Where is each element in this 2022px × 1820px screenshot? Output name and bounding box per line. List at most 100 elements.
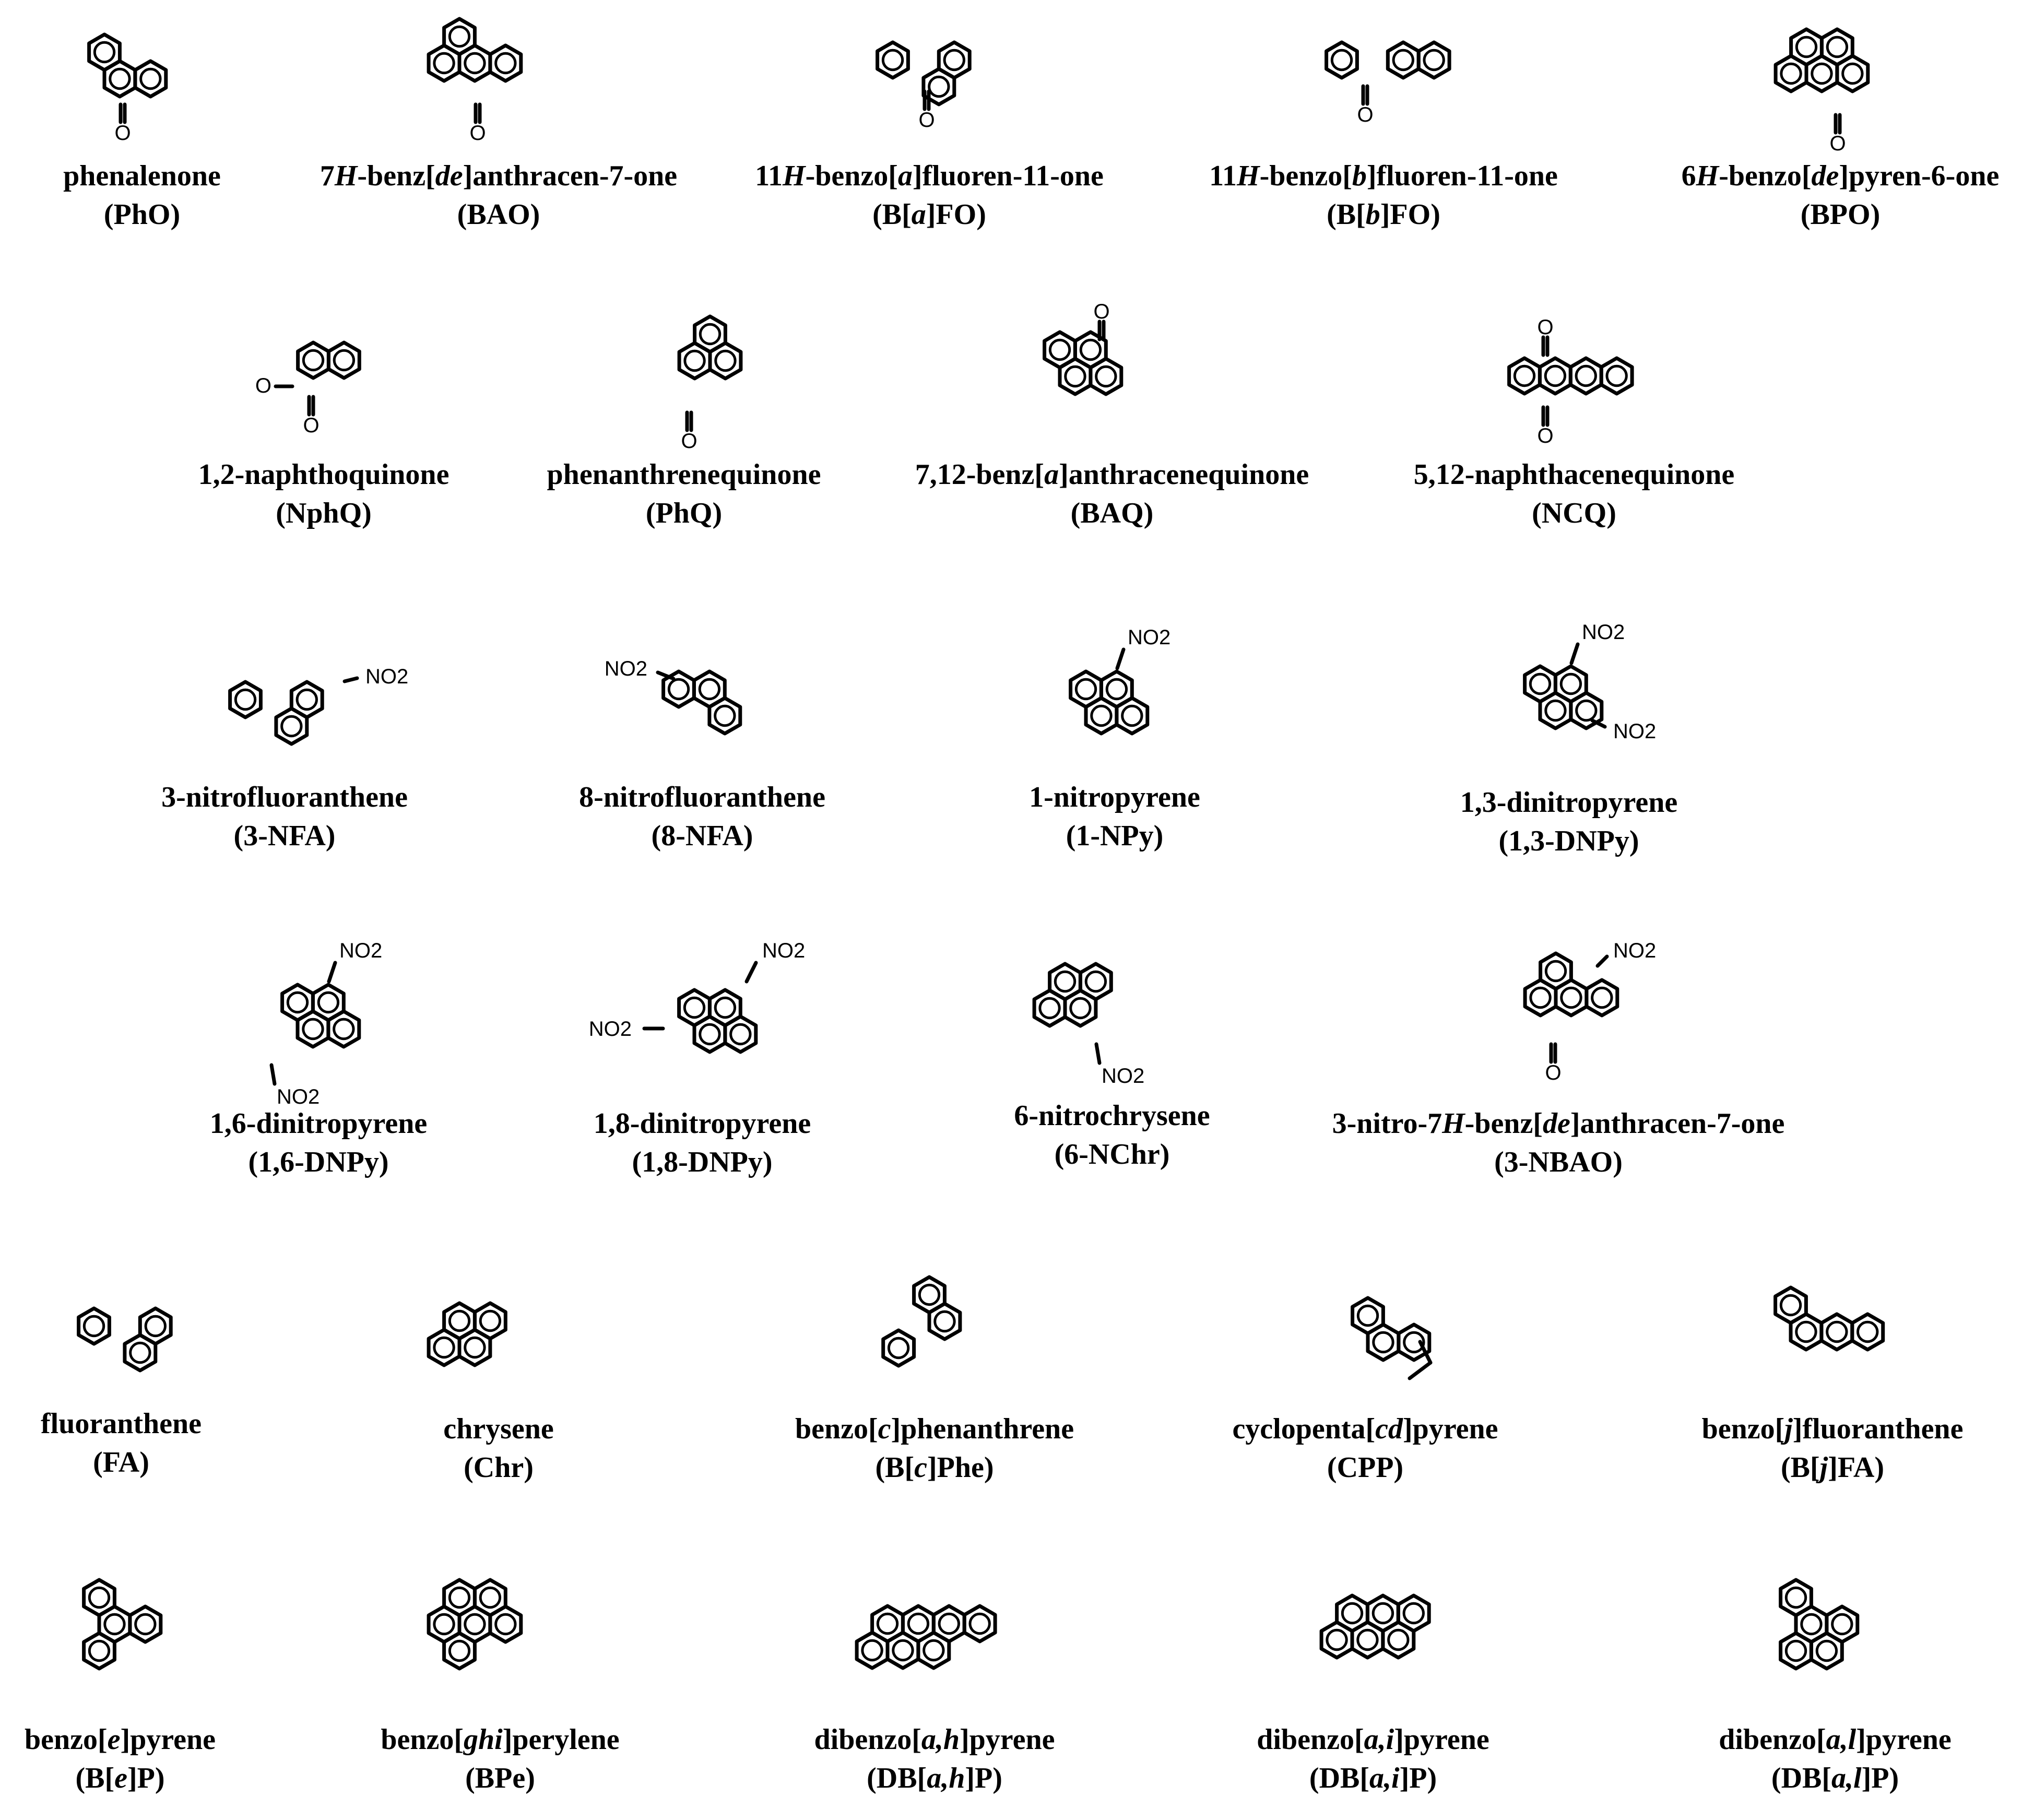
bond (1115, 647, 1126, 670)
compound-abbreviation: (1,3-DNPy) (1498, 825, 1639, 857)
compound-label: 1,6-dinitropyrene(1,6-DNPy) (57, 1104, 580, 1181)
aromatic-circle (433, 52, 455, 75)
ring-bond (133, 59, 168, 99)
aromatic-circle (714, 349, 737, 372)
ring-bond (82, 1631, 116, 1671)
aromatic-circle (1544, 364, 1567, 387)
compound-name: 1,2-naphthoquinone (198, 458, 450, 491)
aromatic-circle (1605, 364, 1628, 387)
compound-name: 6-nitrochrysene (1014, 1100, 1210, 1132)
aromatic-circle (1356, 1628, 1379, 1651)
nitro-group-label: NO2 (1613, 720, 1656, 743)
aromatic-circle (144, 1315, 167, 1338)
aromatic-circle (286, 991, 309, 1014)
aromatic-circle (1560, 986, 1582, 1009)
compound-label: 7H-benz[de]anthracen-7-one(BAO) (238, 157, 760, 234)
aromatic-circle (698, 678, 721, 701)
ring-bond (457, 1328, 492, 1367)
aromatic-circle (1784, 1586, 1807, 1609)
aromatic-circle (1330, 49, 1353, 72)
aromatic-circle (464, 1613, 486, 1636)
aromatic-circle (1074, 678, 1097, 701)
aromatic-circle (129, 1341, 151, 1364)
compound-abbreviation: (BPe) (465, 1762, 535, 1794)
compound-label: 3-nitrofluoranthene(3-NFA) (23, 778, 546, 855)
ring-bond (1397, 1322, 1432, 1362)
ring-bond (488, 1604, 523, 1644)
ring-bond (962, 1604, 997, 1644)
aromatic-circle (699, 1023, 721, 1046)
compound-label: 1-nitropyrene(1-NPy) (854, 778, 1376, 855)
compound-label: 6H-benzo[de]pyren-6-one(BPO) (1579, 157, 2022, 234)
aromatic-circle (938, 1612, 960, 1635)
compound-label: 11H-benzo[a]fluoren-11-one(B[a]FO) (668, 157, 1190, 234)
aromatic-circle (1084, 970, 1107, 993)
aromatic-circle (433, 1336, 455, 1359)
compound-name: 3-nitrofluoranthene (161, 781, 408, 813)
compound-abbreviation: (B[j]FA) (1780, 1451, 1884, 1484)
compound-name: cyclopenta[cd]pyrene (1232, 1413, 1498, 1445)
aromatic-circle (1779, 1294, 1802, 1317)
compound-label: benzo[c]phenanthrene(B[c]Phe) (673, 1410, 1196, 1487)
nitro-group-label: NO2 (1102, 1065, 1144, 1088)
aromatic-circle (1079, 338, 1102, 361)
nitro-group-label: NO2 (605, 657, 647, 680)
aromatic-circle (1826, 1320, 1848, 1343)
aromatic-circle (1038, 997, 1061, 1020)
aromatic-circle (109, 67, 131, 90)
compound-label: 1,3-dinitropyrene(1,3-DNPy) (1308, 783, 1830, 860)
ring-bond (927, 1302, 962, 1341)
ring-bond (228, 680, 263, 719)
aromatic-circle (714, 704, 736, 727)
aromatic-circle (918, 1283, 941, 1306)
aromatic-circle (699, 323, 722, 346)
nitro-group-label: NO2 (277, 1085, 320, 1108)
aromatic-circle (1591, 986, 1613, 1009)
ring-bond (1416, 40, 1451, 80)
aromatic-circle (448, 1639, 471, 1662)
compound-name: 8-nitrofluoranthene (579, 781, 825, 813)
aromatic-circle (479, 1309, 502, 1332)
compound-abbreviation: (CPP) (1327, 1451, 1404, 1484)
nitro-group-label: NO2 (339, 939, 382, 962)
ring-bond (1381, 1620, 1416, 1660)
compound-label: benzo[ghi]perylene(BPe) (239, 1720, 761, 1798)
compound-name: 7H-benz[de]anthracen-7-one (320, 160, 678, 192)
aromatic-circle (234, 688, 257, 711)
ring-bond (274, 706, 309, 746)
aromatic-circle (1831, 1613, 1853, 1636)
compound-abbreviation: (1-NPy) (1066, 820, 1164, 852)
ring-bond (128, 1604, 163, 1644)
ring-bond (1599, 356, 1634, 396)
aromatic-circle (88, 1639, 111, 1662)
compound-name: benzo[j]fluoranthene (1701, 1413, 1964, 1445)
aromatic-circle (1387, 1628, 1410, 1651)
aromatic-circle (82, 1315, 105, 1338)
compound-abbreviation: (BPO) (1800, 198, 1881, 231)
ring-bond (1850, 1312, 1885, 1352)
aromatic-circle (1795, 36, 1818, 58)
aromatic-circle (1559, 672, 1582, 695)
compound-label: phenanthrenequinone(PhQ) (423, 455, 945, 533)
nitro-group-label: NO2 (1613, 939, 1656, 962)
aromatic-circle (1372, 1331, 1394, 1354)
aromatic-circle (892, 1639, 914, 1662)
compound-abbreviation: (B[e]P) (75, 1762, 165, 1794)
oxygen-label: O (1829, 132, 1846, 155)
aromatic-circle (1403, 1331, 1425, 1354)
nitro-group-label: NO2 (589, 1018, 632, 1041)
aromatic-circle (923, 1639, 945, 1662)
oxygen-label: O (1537, 316, 1553, 339)
compound-name: 7,12-benz[a]anthracenequinone (915, 458, 1309, 491)
compound-label: 1,2-naphthoquinone(NphQ) (63, 455, 585, 533)
compound-name: chrysene (443, 1413, 554, 1445)
oxygen-label: O (114, 122, 131, 145)
compound-abbreviation: (1,8-DNPy) (632, 1146, 773, 1178)
aromatic-circle (93, 41, 116, 64)
aromatic-circle (302, 349, 325, 372)
ring-bond (326, 340, 361, 380)
nitro-group-label: NO2 (762, 939, 805, 962)
oxygen-label: O (681, 430, 697, 453)
compound-label: 5,12-naphthacenequinone(NCQ) (1313, 455, 1835, 533)
compound-name: dibenzo[a,h]pyrene (814, 1723, 1055, 1756)
